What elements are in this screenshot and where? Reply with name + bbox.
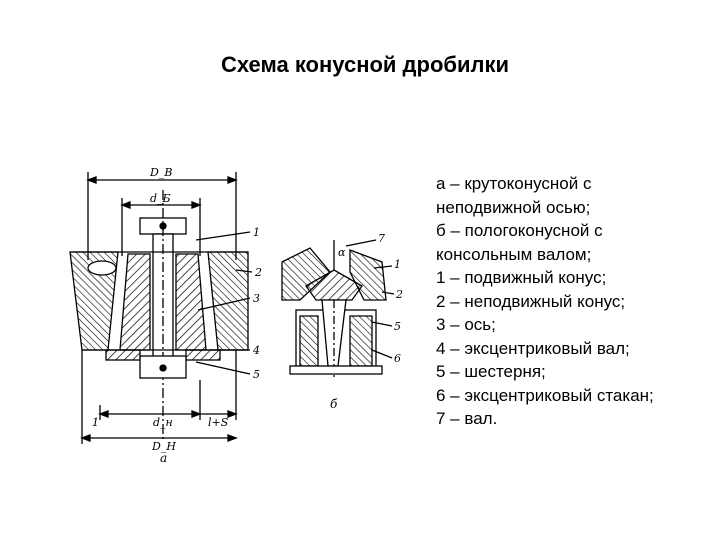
figure-a <box>69 172 253 444</box>
callout-b-2: 2 <box>395 288 403 301</box>
figure-b-labels: α 7 1 2 5 6 б <box>330 232 403 411</box>
left-mark-label: 1 <box>92 416 99 429</box>
callout-b-7: 7 <box>378 232 385 245</box>
figure-b <box>281 239 395 378</box>
legend-line: 2 – неподвижный конус; <box>436 291 626 311</box>
legend-line: 3 – ось; <box>436 315 496 334</box>
callout-b-6: 6 <box>394 352 401 365</box>
legend-line: 1 – подвижный конус; <box>436 268 607 287</box>
callout-b-5: 5 <box>394 320 401 333</box>
dim-top-label: D_B <box>149 166 172 179</box>
legend-line: 6 – эксцентриковый стакан; <box>436 385 654 405</box>
legend: а – крутоконусной с неподвижной осью; б … <box>436 172 716 431</box>
figure-a-caption: а <box>160 451 167 465</box>
figure-a-labels: D_B d_Б d_н D_Н l+S 1 1 2 3 4 5 а <box>92 166 262 465</box>
alpha-label: α <box>338 246 346 259</box>
callout-b-1: 1 <box>394 258 401 271</box>
legend-line: б – пологоконусной с <box>436 221 603 240</box>
callout-a-4: 4 <box>252 344 260 357</box>
callout-a-5: 5 <box>253 368 260 381</box>
callout-a-1: 1 <box>253 226 260 239</box>
callout-a-2: 2 <box>254 266 262 279</box>
callout-a-3: 3 <box>253 292 260 305</box>
dim-bottom1-label: d_н <box>153 416 173 429</box>
dim-side-label: l+S <box>208 416 229 429</box>
dim-bottom2-label: D_Н <box>151 440 176 453</box>
legend-line: 4 – эксцентриковый вал; <box>436 338 630 358</box>
legend-line: консольным валом; <box>436 244 592 264</box>
legend-line: а – крутоконусной с <box>436 174 592 193</box>
legend-line: неподвижной осью; <box>436 197 591 217</box>
legend-line: 5 – шестерня; <box>436 362 546 381</box>
dim-sub-label: d_Б <box>150 192 171 205</box>
legend-line: 7 – вал. <box>436 409 498 428</box>
figure-b-caption: б <box>330 397 338 411</box>
page-title: Схема конусной дробилки <box>220 52 510 77</box>
